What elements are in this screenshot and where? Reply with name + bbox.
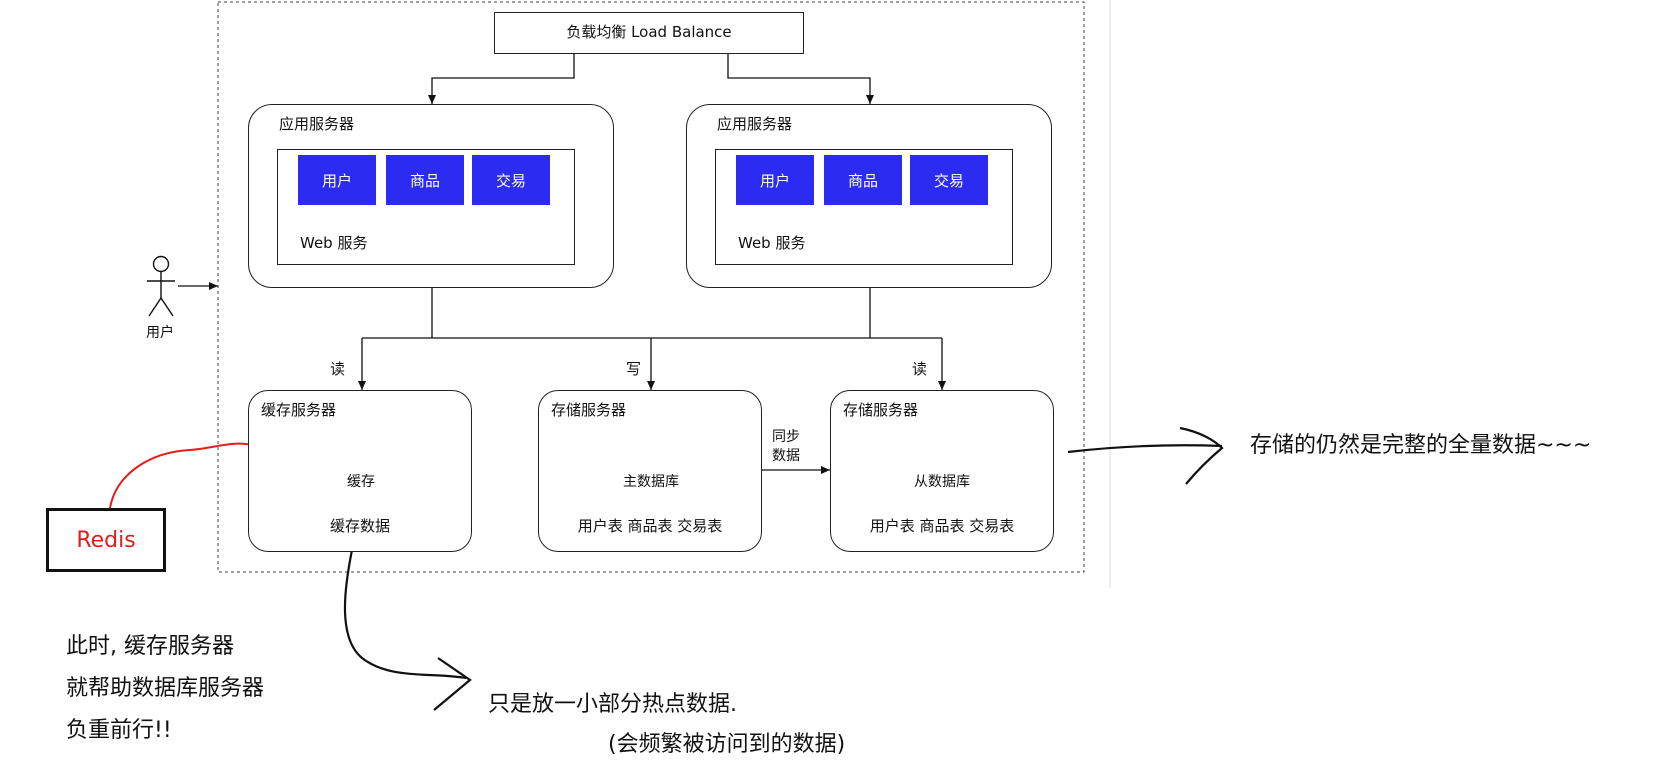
user-label: 用户 — [146, 325, 174, 341]
user-figure — [147, 255, 175, 317]
system-boundary — [217, 1, 1085, 573]
note-left-line-3: 负重前行!! — [66, 718, 172, 743]
slave-db-label: 从数据库 — [914, 474, 970, 490]
service-user: 用户 — [298, 155, 376, 205]
sync-label: 同步 数据 — [772, 429, 800, 464]
note-cache-sub: (会频繁被访问到的数据) — [608, 732, 846, 757]
master-server-title: 存储服务器 — [551, 401, 627, 419]
app-server-title: 应用服务器 — [717, 115, 793, 133]
web-service-box: 用户 商品 交易 Web 服务 — [277, 149, 575, 265]
cache-note-arrow — [343, 549, 467, 680]
service-trade: 交易 — [472, 155, 550, 205]
note-cache: 只是放一小部分热点数据. — [488, 692, 737, 717]
service-product: 商品 — [824, 155, 902, 205]
note-left-line-1: 此时, 缓存服务器 — [66, 634, 234, 659]
web-service-box: 用户 商品 交易 Web 服务 — [715, 149, 1013, 265]
service-product: 商品 — [386, 155, 464, 205]
write-label: 写 — [626, 360, 642, 378]
web-service-label: Web 服务 — [300, 234, 368, 252]
master-caption: 用户表 商品表 交易表 — [577, 517, 723, 535]
service-user: 用户 — [736, 155, 814, 205]
cache-db-label: 缓存 — [347, 474, 375, 490]
slave-server-title: 存储服务器 — [843, 401, 919, 419]
master-db-label: 主数据库 — [623, 474, 679, 490]
slave-storage-server: 存储服务器 用户表 商品表 交易表 — [830, 390, 1054, 552]
storage-note-arrow — [1067, 444, 1223, 454]
lb-to-app-right — [727, 54, 874, 104]
app-server-right: 应用服务器 用户 商品 交易 Web 服务 — [686, 104, 1052, 288]
cache-server-title: 缓存服务器 — [261, 401, 337, 419]
load-balancer-box: 负载均衡 Load Balance — [494, 12, 804, 54]
load-balancer-label: 负载均衡 Load Balance — [566, 23, 732, 41]
slave-caption: 用户表 商品表 交易表 — [869, 517, 1015, 535]
redis-arrow — [109, 444, 262, 509]
storage-note-arrowhead — [1179, 426, 1224, 485]
lb-to-app-left — [428, 54, 575, 104]
service-trade: 交易 — [910, 155, 988, 205]
cache-note-arrowhead — [433, 657, 472, 711]
app-server-left: 应用服务器 用户 商品 交易 Web 服务 — [248, 104, 614, 288]
redis-annotation: Redis — [46, 508, 166, 572]
cache-caption: 缓存数据 — [329, 517, 390, 535]
read-label-right: 读 — [912, 360, 928, 378]
master-storage-server: 存储服务器 用户表 商品表 交易表 — [538, 390, 762, 552]
read-label-left: 读 — [330, 360, 346, 378]
cache-server: 缓存服务器 缓存数据 — [248, 390, 472, 552]
note-storage: 存储的仍然是完整的全量数据~~~ — [1250, 433, 1592, 458]
note-left-line-2: 就帮助数据库服务器 — [66, 676, 265, 701]
web-service-label: Web 服务 — [738, 234, 806, 252]
app-server-title: 应用服务器 — [279, 115, 355, 133]
